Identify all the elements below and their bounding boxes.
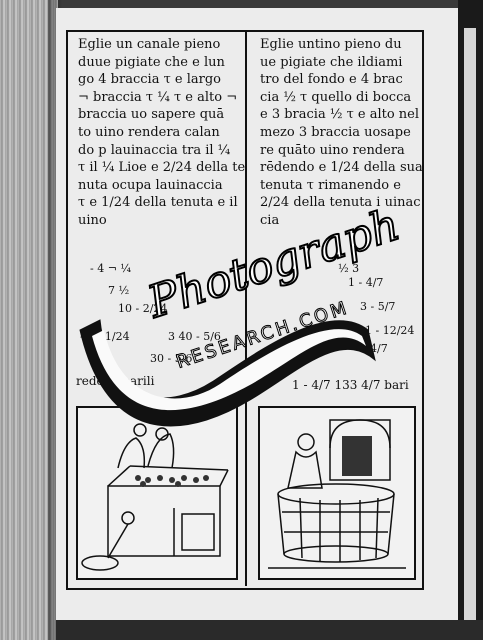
text-line: duue pigiate che e lun <box>78 54 225 70</box>
page-bottom-shadow <box>56 620 483 640</box>
text-line: to uino rendera calan <box>78 124 220 140</box>
text-line: τ e 1/24 della tenuta e il <box>78 195 238 211</box>
text-line: e 3 bracia ½ τ e alto nel <box>260 107 420 123</box>
woodcut-illustration <box>268 419 406 569</box>
text-line: cia ½ τ quello di bocca <box>260 89 412 105</box>
watermark-title: Photograph <box>141 199 406 328</box>
calculation: 3 - 5/7 <box>360 300 396 313</box>
right-text-column: Eglie untino pieno du ue pigiate che ild… <box>260 36 423 230</box>
text-line: nuta ocupa lauinaccia <box>78 177 223 193</box>
calculation: ½ 3 <box>338 262 360 275</box>
text-line: 2/24 della tenuta i uinac <box>260 195 421 211</box>
text-line: Eglie un canale pieno <box>78 37 221 52</box>
text-line: ue pigiate che ildiami <box>260 54 403 70</box>
page-edge-strip <box>464 28 476 628</box>
calculation: 1 - 12/24 <box>365 324 415 337</box>
text-line: mezo 3 braccia uosape <box>260 124 411 140</box>
calculation: 4/7 <box>370 342 388 355</box>
woodcut-vat-treading <box>258 406 416 580</box>
text-line: τ il ¼ Lioe e 2/24 della te <box>78 160 246 176</box>
text-line: tro del fondo e 4 brac <box>260 72 403 88</box>
text-line: rēdendo e 1/24 della sua <box>260 160 423 176</box>
text-line: braccia uo sapere quā <box>78 107 225 123</box>
text-line: cia <box>260 212 280 228</box>
text-line: tenuta τ rimanendo e <box>260 177 401 193</box>
column-divider <box>245 30 247 586</box>
woodcut-illustration <box>81 423 229 571</box>
film-strip-icon <box>79 319 376 427</box>
text-line: go 4 braccia τ e largo <box>78 72 221 88</box>
calculation: 30 - 5/6 <box>150 352 193 365</box>
text-line: do p lauinaccia tra il ¼ <box>78 142 231 158</box>
result-right: 1 - 4/7 133 4/7 bari <box>292 378 409 392</box>
calculation: - 4 ¬ ¼ <box>90 262 132 275</box>
calculation: 7 ½ <box>108 284 130 297</box>
calculation: 10 - 2/24 <box>118 302 168 315</box>
calculation: 1 - 4/7 <box>348 276 384 289</box>
calculation: 3 40 - 5/6 <box>168 330 221 343</box>
left-text-column: Eglie un canale pieno duue pigiate che e… <box>78 36 246 230</box>
text-line: re quāto uino rendera <box>260 142 405 158</box>
page-right-edge <box>458 0 483 640</box>
woodcut-grape-treading <box>76 406 238 580</box>
text-line: Eglie untino pieno du <box>260 37 402 52</box>
text-line: uino <box>78 212 107 228</box>
text-line: ¬ braccia τ ¼ τ e alto ¬ <box>78 89 238 105</box>
